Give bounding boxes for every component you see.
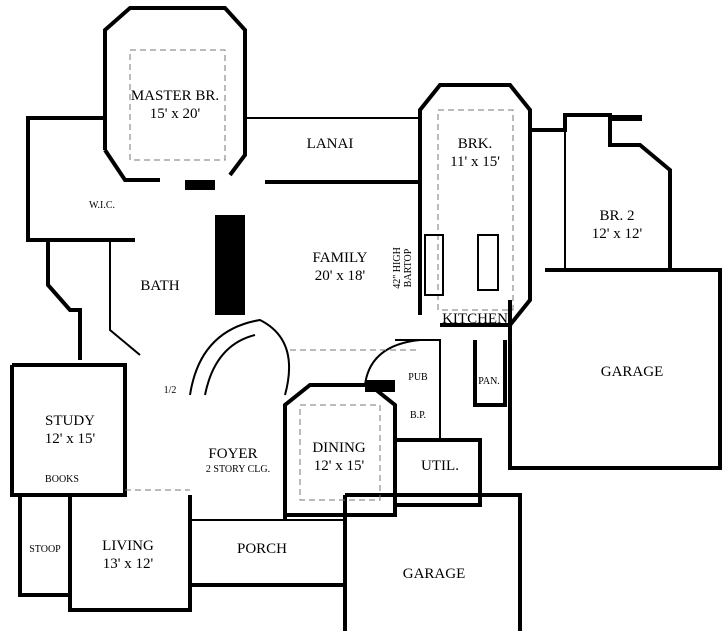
master-br-size: 15' x 20' [150,106,201,122]
kitchen-island [424,234,499,296]
util-label: UTIL. [421,458,459,474]
dining-label: DINING [312,440,365,456]
lanai-label: LANAI [307,136,354,152]
room-labels: MASTER BR. 15' x 20' LANAI BRK. 11' x 15… [29,88,663,582]
family-label: FAMILY [313,250,368,266]
porch-label: PORCH [237,541,287,557]
brk-size: 11' x 15' [450,154,500,170]
stoop-label: STOOP [29,544,61,555]
master-br-label: MASTER BR. [131,88,219,104]
walls [10,6,722,631]
study-size: 12' x 15' [45,431,96,447]
bartop-line2: BARTOP [403,248,414,287]
family-size: 20' x 18' [315,268,366,284]
bartop-line1: 42" HIGH [392,247,403,289]
study-label: STUDY [45,413,95,429]
garage-right-label: GARAGE [601,364,664,380]
br2-size: 12' x 12' [592,226,643,242]
garage-bottom-label: GARAGE [403,566,466,582]
dashed-ceiling-lines [125,49,514,501]
kitchen-label: KITCHEN [442,311,508,327]
brk-label: BRK. [458,136,493,152]
wic-label: W.I.C. [89,200,115,211]
pub-label: PUB [408,372,428,383]
br2-label: BR. 2 [599,208,634,224]
living-size: 13' x 12' [103,556,154,572]
bath-label: BATH [140,278,179,294]
dining-size: 12' x 15' [314,458,365,474]
living-label: LIVING [102,538,154,554]
foyer-label: FOYER [208,446,257,462]
half-bath-label: 1/2 [164,385,177,396]
bp-label: B.P. [410,410,426,421]
foyer-note: 2 STORY CLG. [206,464,270,475]
books-label: BOOKS [45,474,79,485]
pan-label: PAN. [478,376,500,387]
